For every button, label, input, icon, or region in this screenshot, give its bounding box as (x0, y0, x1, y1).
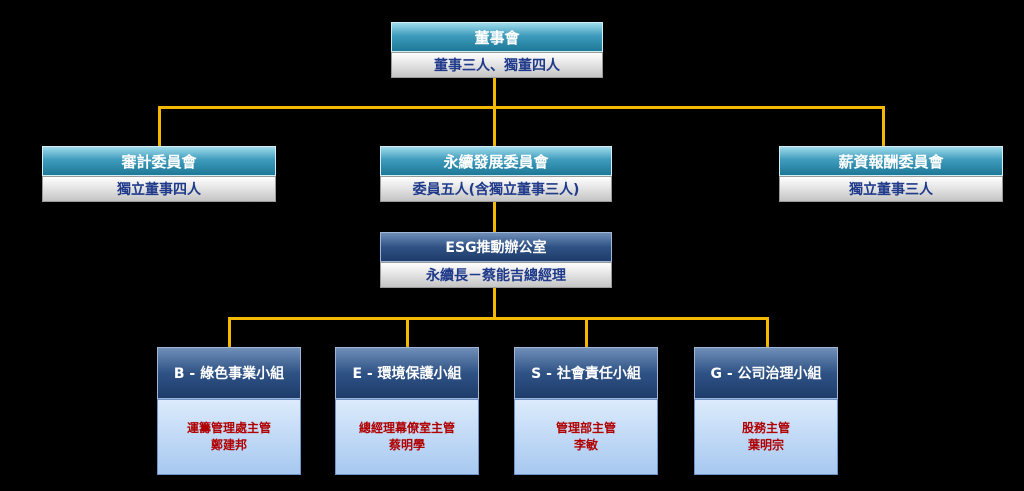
compensation-committee-title: 薪資報酬委員會 (779, 146, 1003, 176)
sustainability-committee-subtitle: 委員五人(含獨立董事三人) (380, 176, 612, 202)
group-s-title: S - 社會責任小組 (514, 347, 658, 399)
group-s-role: 管理部主管 (555, 421, 616, 435)
connector-line (158, 106, 161, 146)
audit-committee-subtitle: 獨立董事四人 (42, 176, 276, 202)
group-b-title: B - 綠色事業小組 (157, 347, 301, 399)
compensation-committee-subtitle: 獨立董事三人 (779, 176, 1003, 202)
connector-line (882, 106, 885, 146)
connector-line (228, 317, 231, 347)
group-b-lead: 運籌管理處主管 鄭建邦 (157, 399, 301, 475)
audit-committee-title: 審計委員會 (42, 146, 276, 176)
group-b-role: 運籌管理處主管 (186, 421, 271, 435)
board-title: 董事會 (391, 22, 603, 52)
connector-line (493, 78, 496, 108)
group-e-title: E - 環境保護小組 (335, 347, 479, 399)
group-s-lead: 管理部主管 李敏 (514, 399, 658, 475)
group-g-lead: 股務主管 葉明宗 (694, 399, 838, 475)
board-subtitle: 董事三人、獨董四人 (391, 52, 603, 78)
connector-line (585, 317, 588, 347)
esg-office-title: ESG推動辦公室 (380, 232, 612, 262)
group-e-role: 總經理幕僚室主管 (358, 421, 455, 435)
group-s-person: 李敏 (573, 438, 598, 452)
group-e-lead: 總經理幕僚室主管 蔡明學 (335, 399, 479, 475)
connector-line (766, 317, 769, 347)
group-b-person: 鄭建邦 (210, 438, 247, 452)
connector-line (406, 317, 409, 347)
esg-office-subtitle: 永續長－蔡能吉總經理 (380, 262, 612, 288)
group-g-title: G - 公司治理小組 (694, 347, 838, 399)
connector-line (493, 202, 496, 232)
connector-line (228, 317, 769, 320)
connector-line (493, 106, 496, 146)
connector-line (158, 106, 885, 109)
group-g-role: 股務主管 (741, 421, 790, 435)
connector-line (493, 288, 496, 320)
sustainability-committee-title: 永續發展委員會 (380, 146, 612, 176)
group-g-person: 葉明宗 (747, 438, 784, 452)
group-e-person: 蔡明學 (388, 438, 425, 452)
